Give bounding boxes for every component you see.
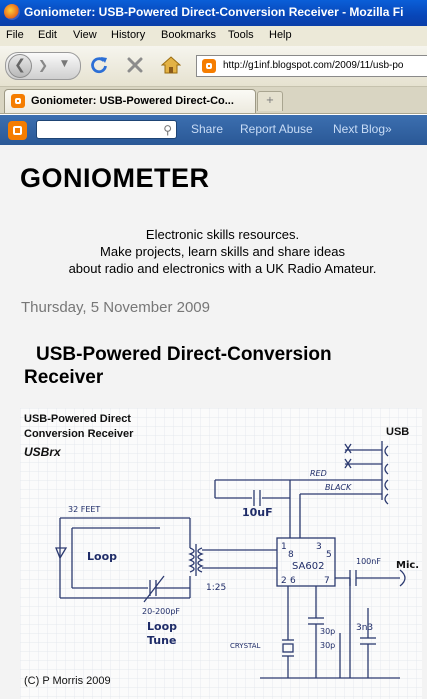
window-title: Goniometer: USB-Powered Direct-Conversio… <box>24 5 404 19</box>
cap-100nf-label: 100nF <box>356 557 381 566</box>
blog-description-line3: about radio and electronics with a UK Ra… <box>68 261 377 276</box>
forward-arrow-icon[interactable]: ❯ <box>38 58 49 72</box>
blogger-logo-icon[interactable] <box>8 121 27 140</box>
transformer-ratio-label: 1:25 <box>206 583 226 593</box>
loop-label: Loop <box>87 550 117 563</box>
mic-label: Mic. <box>396 560 419 571</box>
reload-icon[interactable] <box>88 55 110 77</box>
usb-label: USB <box>386 426 409 438</box>
schematic-credit: (C) P Morris 2009 <box>24 675 111 687</box>
address-bar[interactable]: http://g1inf.blogspot.com/2009/11/usb-po <box>196 55 427 77</box>
next-blog-link[interactable]: Next Blog» <box>333 122 392 136</box>
black-label: BLACK <box>325 483 352 492</box>
navigation-toolbar: ❮ ❯ ▼ http://g1inf.blogspot.com/2009/11/… <box>0 46 427 87</box>
back-forward-group: ❮ ❯ ▼ <box>5 52 81 80</box>
blog-page: GONIOMETER Electronic skills resources. … <box>0 145 427 699</box>
cap-3n3-label: 3n3 <box>356 623 373 633</box>
post-date: Thursday, 5 November 2009 <box>21 299 210 316</box>
menu-tools[interactable]: Tools <box>228 29 254 41</box>
home-icon[interactable] <box>160 55 182 77</box>
schematic-image[interactable]: USB-Powered Direct Conversion Receiver U… <box>20 408 422 699</box>
report-abuse-link[interactable]: Report Abuse <box>240 122 313 136</box>
site-favicon-icon <box>202 59 216 73</box>
search-icon[interactable]: ⚲ <box>163 123 172 137</box>
address-url: http://g1inf.blogspot.com/2009/11/usb-po <box>223 60 404 71</box>
schematic-heading-line1: USB-Powered Direct <box>24 413 131 425</box>
window-title-bar[interactable]: Goniometer: USB-Powered Direct-Conversio… <box>0 0 427 26</box>
firefox-icon <box>4 4 20 20</box>
tab-favicon-icon <box>11 94 25 108</box>
blogger-navbar: ⚲ Share Report Abuse Next Blog» <box>0 115 427 145</box>
loop-length-label: 32 FEET <box>68 505 100 514</box>
new-tab-button[interactable]: + <box>257 91 283 111</box>
menu-history[interactable]: History <box>111 29 146 41</box>
tab-goniometer[interactable]: Goniometer: USB-Powered Direct-Co... <box>4 89 256 113</box>
loop-tune-label-line2: Tune <box>147 634 176 647</box>
red-label: RED <box>310 469 327 478</box>
schematic-name: USBrx <box>24 445 62 459</box>
tab-bar: Goniometer: USB-Powered Direct-Co... + <box>0 87 427 114</box>
history-dropdown-icon[interactable]: ▼ <box>61 59 68 69</box>
cap-30p-label-a: 30p <box>320 627 335 636</box>
menu-view[interactable]: View <box>73 29 97 41</box>
ic-pin-5: 5 <box>326 550 332 560</box>
blog-description-line1: Electronic skills resources. <box>145 227 300 242</box>
ic-pin-2: 2 <box>281 576 287 586</box>
ic-pin-3: 3 <box>316 542 322 552</box>
menu-bookmarks[interactable]: Bookmarks <box>161 29 217 41</box>
blog-search-input[interactable]: ⚲ <box>36 120 177 139</box>
menu-help[interactable]: Help <box>269 29 292 41</box>
post-title-line1: USB-Powered Direct-Conversion <box>36 344 332 365</box>
menu-edit[interactable]: Edit <box>38 29 57 41</box>
blog-title[interactable]: GONIOMETER <box>20 163 210 193</box>
menu-bar: File Edit View History Bookmarks Tools H… <box>0 26 427 47</box>
post-title-line2: Receiver <box>24 367 104 388</box>
crystal-label: CRYSTAL <box>230 642 261 650</box>
post-title[interactable]: USB-Powered Direct-Conversion Receiver <box>24 343 332 389</box>
menu-file[interactable]: File <box>6 29 24 41</box>
cap-10uf-label: 10uF <box>242 506 273 519</box>
loop-tune-label-line1: Loop <box>147 620 177 633</box>
ic-pin-7: 7 <box>324 576 330 586</box>
ic-pin-6: 6 <box>290 576 296 586</box>
schematic-heading-line2: Conversion Receiver <box>24 428 134 440</box>
back-arrow-icon[interactable]: ❮ <box>8 54 32 78</box>
trimmer-value-label: 20-200pF <box>142 607 180 616</box>
ic-pin-8: 8 <box>288 550 294 560</box>
cap-30p-label-b: 30p <box>320 641 335 650</box>
tab-label: Goniometer: USB-Powered Direct-Co... <box>31 95 234 107</box>
blog-description-line2: Make projects, learn skills and share id… <box>100 244 345 259</box>
ic-pin-1: 1 <box>281 542 287 552</box>
stop-icon[interactable] <box>124 55 146 77</box>
ic-label: SA602 <box>292 561 324 572</box>
share-link[interactable]: Share <box>191 122 224 136</box>
